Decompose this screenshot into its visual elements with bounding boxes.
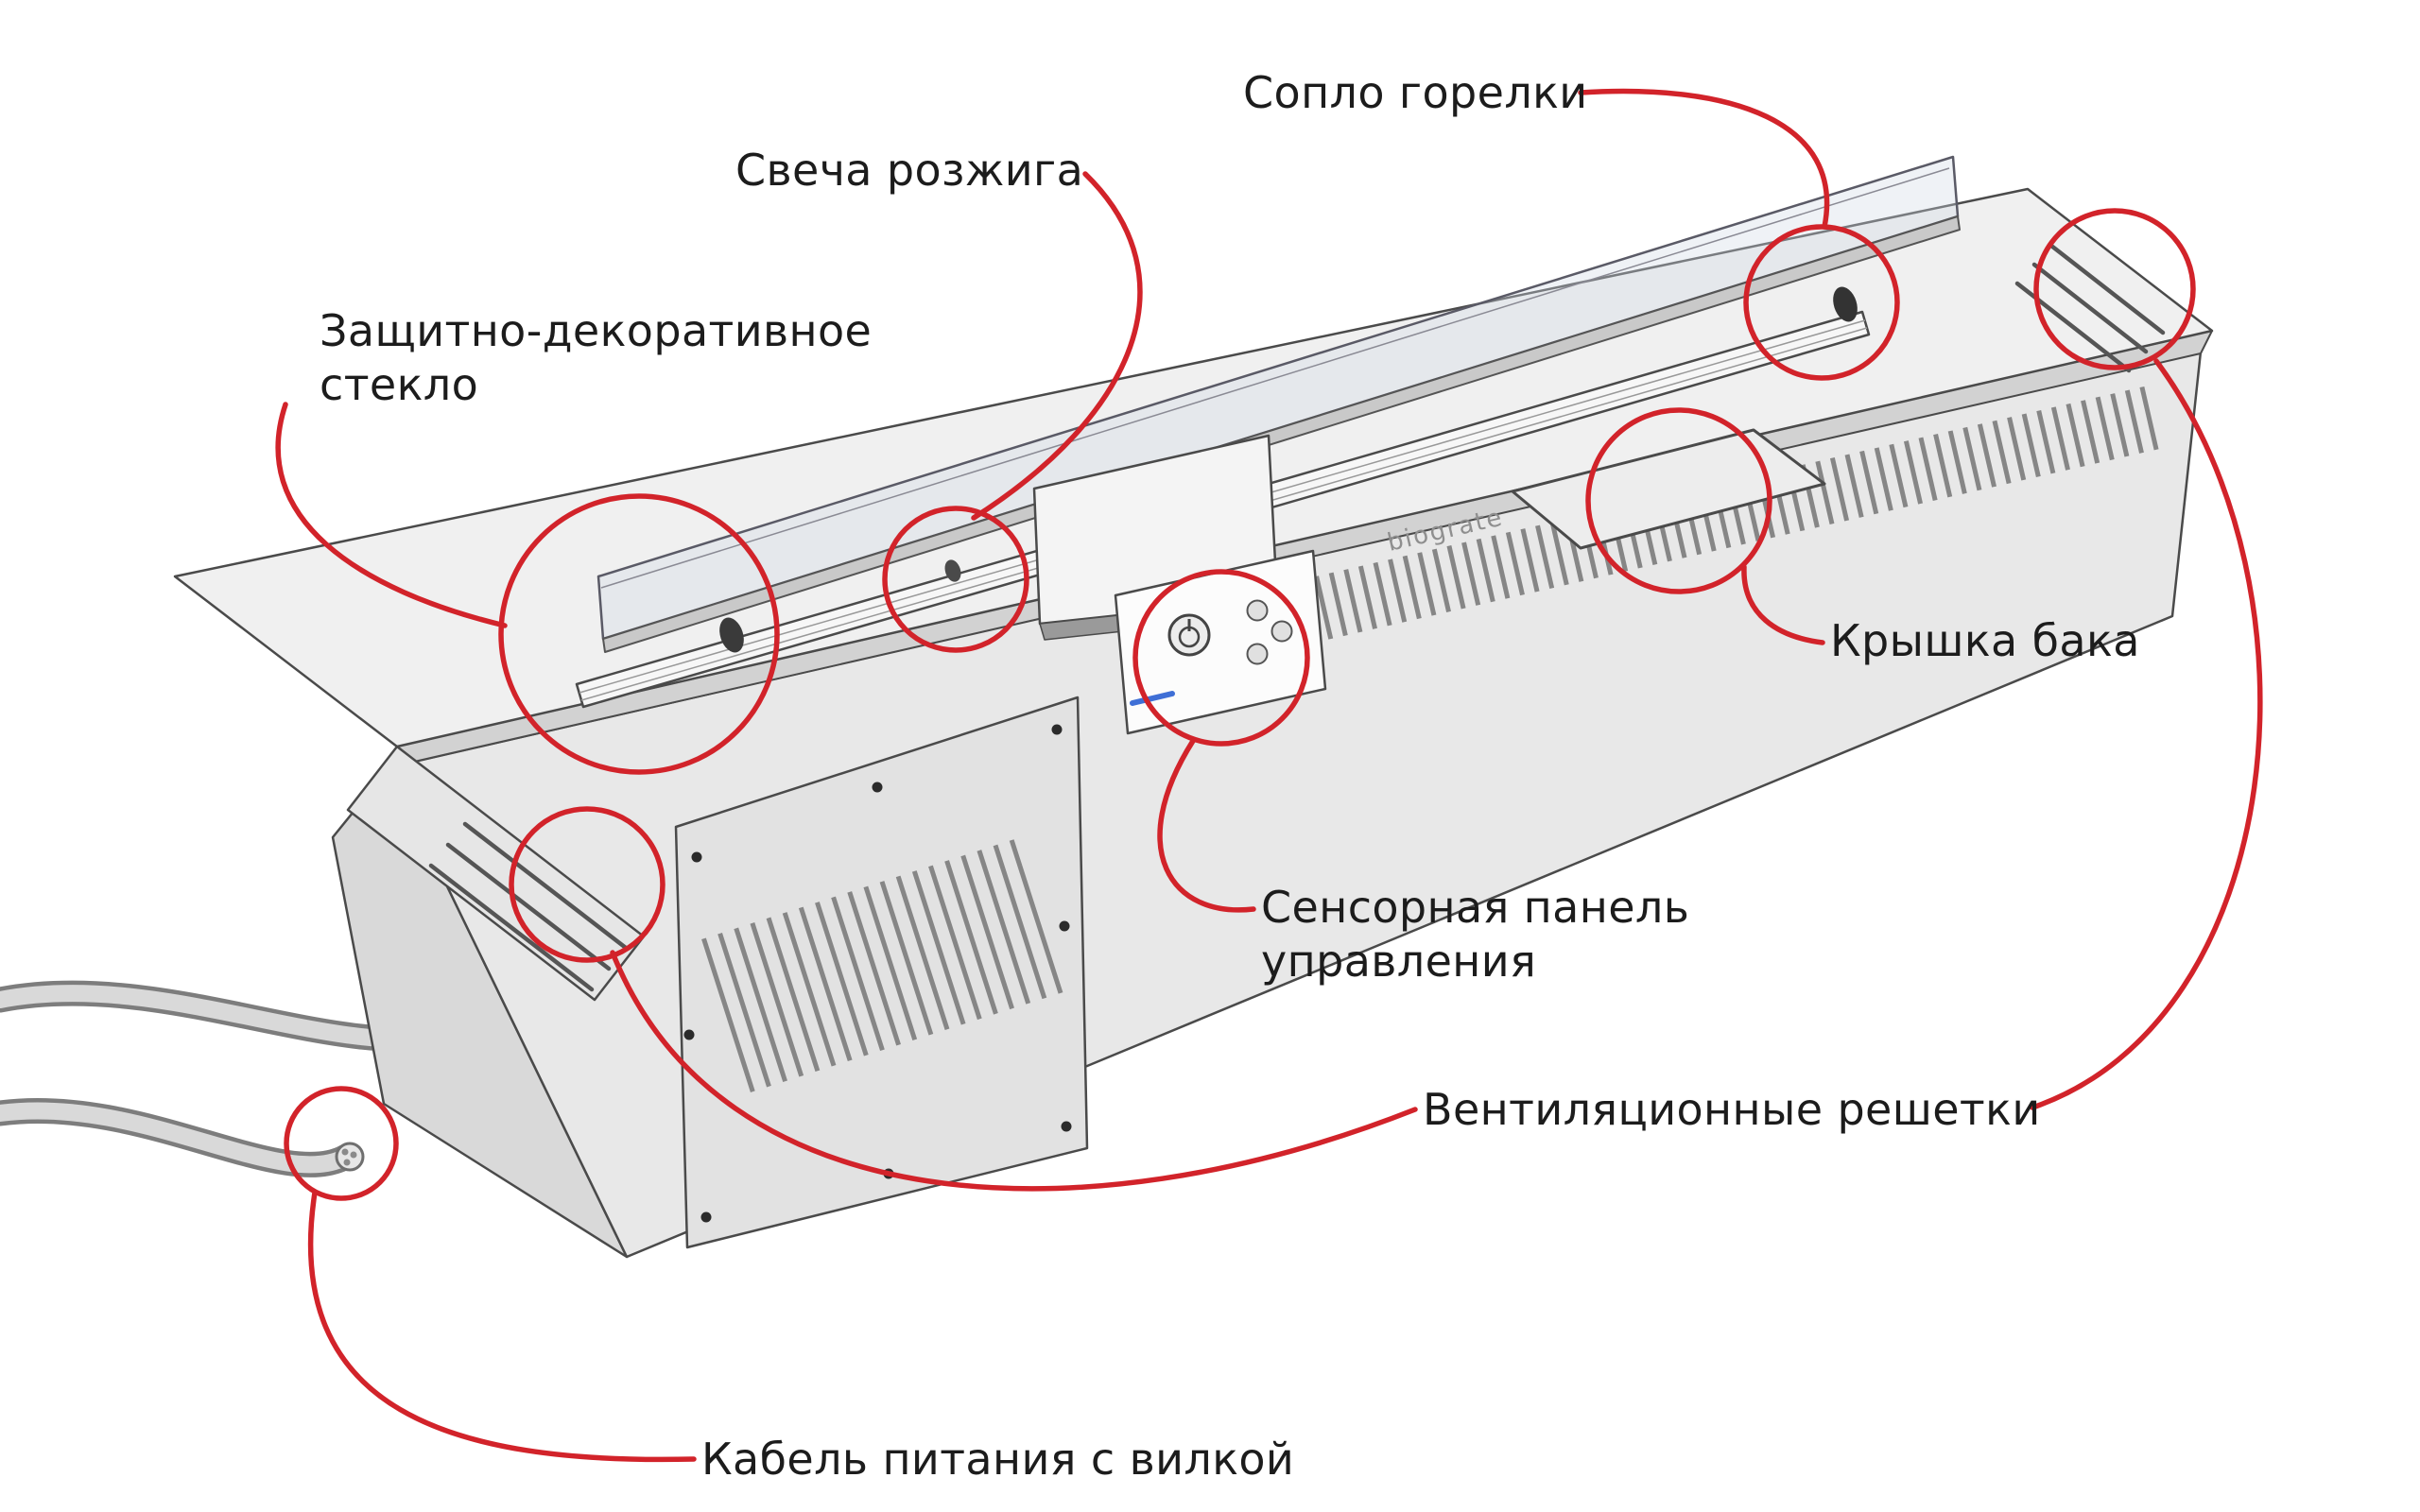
label-power-cable: Кабель питания с вилкой [701, 1434, 1295, 1485]
callout-circle-touch-panel [1132, 569, 1310, 747]
cable-tip-icon [335, 1142, 365, 1172]
callout-annotations [275, 88, 2263, 1463]
control-panel-face [1114, 549, 1327, 735]
label-ignition-plug: Свеча розжига [735, 145, 1084, 196]
glass-frame [602, 215, 1961, 653]
glass-panel [596, 155, 1961, 653]
callout-circle-ignition-plug [882, 506, 1029, 653]
panel-indicator [1130, 691, 1175, 706]
callout-line-ignition-plug [971, 171, 1143, 521]
callout-line-power-cable [307, 1190, 697, 1463]
panel-button-icon [1246, 643, 1269, 665]
callout-circle-burner-nozzle [1743, 224, 1900, 381]
rail-knob-icon [719, 617, 744, 653]
callout-line-vents-right [2030, 358, 2263, 1110]
callout-line-protective-glass [275, 402, 508, 628]
burner-nozzle-icon [1833, 286, 1858, 322]
control-panel [1032, 434, 1327, 735]
label-burner-nozzle: Сопло горелки [1243, 67, 1588, 118]
label-touch-panel: Сенсорная панель управления [1261, 882, 1690, 987]
access-panel [674, 696, 1089, 1249]
callout-line-vents-left [610, 950, 1418, 1192]
callout-line-burner-nozzle [1578, 88, 1830, 230]
power-cable-front [0, 1097, 365, 1177]
label-protective-glass: Защитно-декоративное стекло [320, 305, 873, 410]
access-panel-slots [701, 838, 1066, 1092]
label-vent-grilles: Вентиляционные решетки [1423, 1084, 2041, 1135]
panel-button-icon [1270, 620, 1293, 643]
power-button-icon [1167, 613, 1211, 657]
callout-circle-right-vent [2033, 208, 2196, 370]
label-tank-lid: Крышка бака [1830, 615, 2140, 666]
front-vent-slots [1122, 384, 2168, 684]
callout-line-touch-panel [1157, 738, 1256, 913]
left-vent-grille [428, 821, 629, 992]
callout-line-tank-lid [1741, 564, 1825, 645]
callout-circle-left-vent [509, 806, 666, 963]
callout-circle-power-cable [284, 1086, 399, 1201]
device-body: biograte [173, 155, 2214, 1259]
callout-circle-protective-glass [498, 493, 780, 775]
callout-circle-tank-lid [1585, 407, 1772, 594]
panel-button-icon [1246, 599, 1269, 622]
ignition-plug-icon [944, 559, 961, 582]
access-panel-screws [683, 724, 1072, 1223]
